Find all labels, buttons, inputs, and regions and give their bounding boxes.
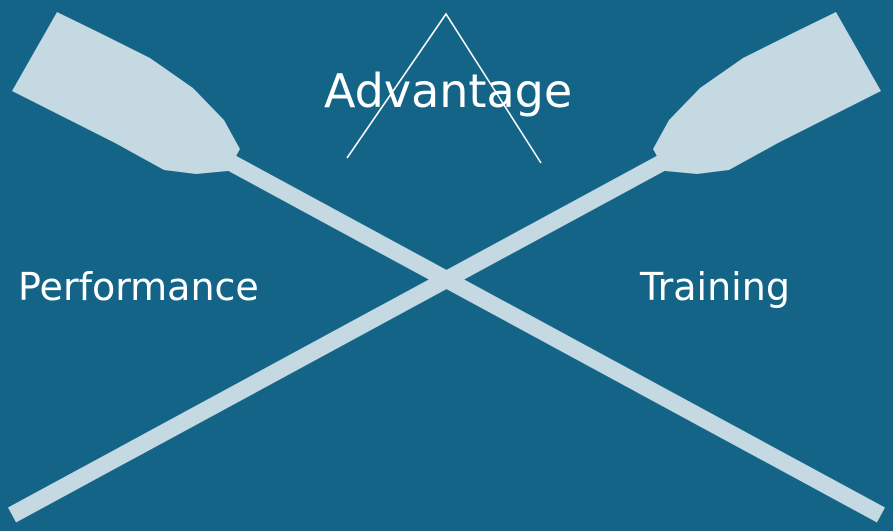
oar-left-icon — [12, 12, 886, 523]
oar-right-blade — [653, 12, 881, 174]
label-advantage: Advantage — [324, 64, 573, 118]
label-training: Training — [640, 265, 790, 309]
oar-left-blade — [12, 12, 240, 174]
oar-left-shaft — [221, 152, 886, 523]
label-performance: Performance — [18, 265, 259, 309]
triangle-outline-icon — [346, 12, 542, 164]
oar-right-icon — [7, 12, 881, 523]
oar-right-shaft — [7, 152, 672, 523]
